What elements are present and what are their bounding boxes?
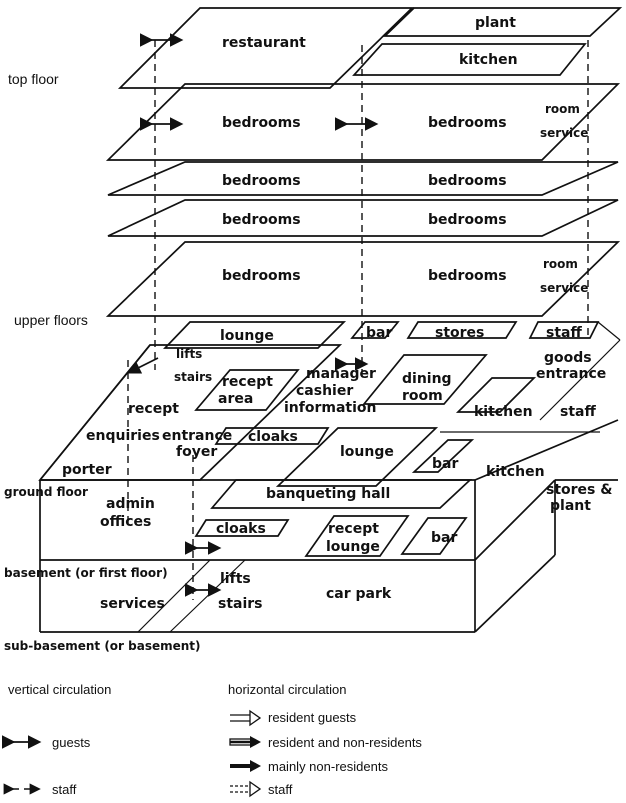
stores-label: stores xyxy=(435,325,484,341)
recept-lounge-1: recept xyxy=(328,521,379,537)
legend-resident-guests: resident guests xyxy=(268,710,357,725)
enquiries-label: enquiries xyxy=(86,428,160,444)
sub-basement-label: sub-basement (or basement) xyxy=(4,639,201,653)
stairs-ground-label: stairs xyxy=(174,370,212,384)
legend-guests: guests xyxy=(52,735,91,750)
lifts-ground-label: lifts xyxy=(176,347,202,361)
upper-floors-label: upper floors xyxy=(14,312,88,328)
legend-vertical-title: vertical circulation xyxy=(8,682,111,697)
admin-label-1: admin xyxy=(106,496,155,512)
ground-floor-main-plate: lifts stairs recept area manager cashier… xyxy=(38,344,606,487)
lounge-ground-label: lounge xyxy=(340,444,394,460)
stairs-basement-label: stairs xyxy=(218,596,263,612)
top-service-label: service xyxy=(540,126,588,140)
upper-bedrooms-1-right: bedrooms xyxy=(428,173,507,189)
legend-mainly-non: mainly non-residents xyxy=(268,759,388,774)
information-label: information xyxy=(284,400,377,416)
cloaks-ground-label: cloaks xyxy=(248,429,298,445)
upper-bedrooms-2-right: bedrooms xyxy=(428,212,507,228)
plant-label: plant xyxy=(475,15,516,31)
ground-floor-upper: lounge bar stores staff xyxy=(163,321,621,421)
upper-bedrooms-3-right: bedrooms xyxy=(428,268,507,284)
lounge-top-label: lounge xyxy=(220,328,274,344)
recept-lounge-2: lounge xyxy=(326,539,380,555)
dining-label-1: dining xyxy=(402,371,452,387)
recept-area-2: area xyxy=(218,391,253,407)
top-room-label: room xyxy=(545,102,580,116)
staff-top-label: staff xyxy=(546,325,582,341)
recept-area-1: recept xyxy=(222,374,273,390)
legend-staff-vertical: staff xyxy=(52,782,77,797)
resident-guests-arrow-icon xyxy=(230,709,262,727)
staff-horizontal-arrow-icon xyxy=(230,780,262,798)
kitchen-ground-label: kitchen xyxy=(474,404,533,420)
kitchen-lower-label: kitchen xyxy=(486,464,545,480)
car-park-label: car park xyxy=(326,586,392,602)
upper-room-label: room xyxy=(543,257,578,271)
upper-bedrooms-3-left: bedrooms xyxy=(222,268,301,284)
legend: vertical circulation horizontal circulat… xyxy=(1,682,422,798)
upper-bedrooms-1-left: bedrooms xyxy=(222,173,301,189)
sub-basement-plate: lifts stairs services car park xyxy=(39,480,556,633)
admin-label-2: offices xyxy=(100,514,151,530)
basement-label: basement (or first floor) xyxy=(4,566,168,580)
entrance-foyer-2: foyer xyxy=(176,444,217,460)
porter-label: porter xyxy=(62,462,112,478)
entrance-foyer-1: entrance xyxy=(162,428,232,444)
top-floor-label: top floor xyxy=(8,71,59,87)
cashier-label: cashier xyxy=(296,383,353,399)
bar-basement-label: bar xyxy=(431,530,457,546)
resident-non-resident-arrow-icon xyxy=(229,736,261,748)
upper-floor-plate-2: bedrooms bedrooms xyxy=(107,199,619,237)
entrance-goods-label: entrance xyxy=(536,366,606,382)
upper-bedrooms-2-left: bedrooms xyxy=(222,212,301,228)
upper-service-label: service xyxy=(540,281,588,295)
legend-horizontal-title: horizontal circulation xyxy=(228,682,347,697)
non-resident-arrow-icon xyxy=(230,760,261,772)
cloaks-basement-label: cloaks xyxy=(216,521,266,537)
bar-top-label: bar xyxy=(366,325,392,341)
stores-plant-2: plant xyxy=(550,498,591,514)
top-kitchen-label: kitchen xyxy=(459,52,518,68)
goods-label: goods xyxy=(544,350,592,366)
top-bedrooms-right: bedrooms xyxy=(428,115,507,131)
upper-floor-plate-1: bedrooms bedrooms xyxy=(107,161,619,196)
bar-ground-label: bar xyxy=(432,456,458,472)
ground-floor-label: ground floor xyxy=(4,485,88,499)
banqueting-label: banqueting hall xyxy=(266,486,390,502)
staff-ground-label: staff xyxy=(560,404,596,420)
top-floor-bedrooms-plate: bedrooms bedrooms room service xyxy=(105,83,621,161)
services-label: services xyxy=(100,596,165,612)
guest-arrows xyxy=(126,33,379,597)
manager-label: manager xyxy=(306,366,376,382)
legend-staff-horizontal: staff xyxy=(268,782,293,797)
dining-label-2: room xyxy=(402,388,443,404)
stores-plant-1: stores & xyxy=(546,482,612,498)
restaurant-label: restaurant xyxy=(222,35,306,51)
upper-floor-plate-3: bedrooms bedrooms room service xyxy=(105,241,621,317)
top-bedrooms-left: bedrooms xyxy=(222,115,301,131)
legend-resident-non: resident and non-residents xyxy=(268,735,422,750)
lifts-basement-label: lifts xyxy=(220,571,251,587)
recept-left-label: recept xyxy=(128,401,179,417)
top-floor-plate: restaurant plant kitchen xyxy=(117,7,623,89)
basement-plate: admin offices banqueting hall stores & p… xyxy=(39,419,619,561)
